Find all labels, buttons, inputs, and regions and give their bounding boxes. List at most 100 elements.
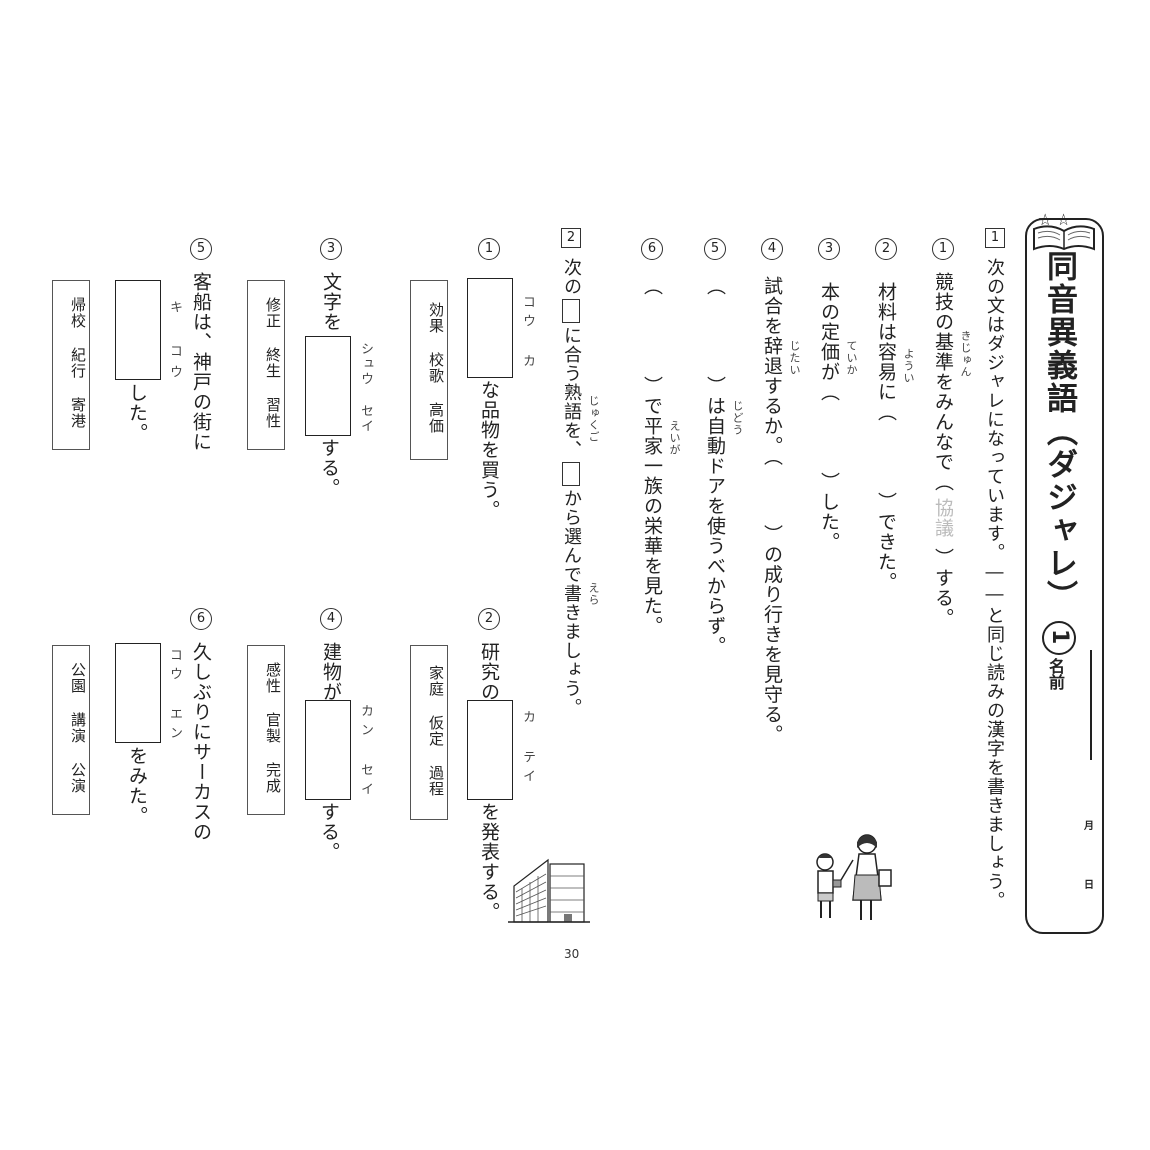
choice-word: 公園: [69, 662, 87, 694]
choice-word: 効果: [427, 302, 445, 334]
choice-box-icon: [562, 462, 580, 486]
day-label: 日: [1084, 880, 1094, 891]
item-text: 材料は容易に（ ）できた。: [875, 282, 897, 592]
choice-word: 仮定: [427, 714, 445, 747]
instruction-part: から選んで書きましょう。: [561, 489, 582, 717]
book-icon: [1030, 205, 1098, 257]
item-number: 2: [478, 608, 500, 630]
page-title: 同音異義語（ダジャレ） 1: [1037, 250, 1082, 655]
item-text-after: を発表する。: [478, 802, 500, 922]
blank-box-icon: [562, 299, 580, 323]
choice-word: 校歌: [427, 352, 445, 384]
choice-box: 家庭 仮定 過程: [410, 645, 448, 820]
item-text-after: ）は自動ドアを使うべからず。: [704, 376, 726, 656]
item-text: 競技の基準をみんなで（ 協議 ）する。: [932, 272, 954, 628]
item-text-before: 試合を辞退するか。（: [761, 276, 783, 467]
choice-word: 完成: [264, 762, 282, 794]
mother-child-illustration: [805, 830, 905, 934]
item-number: 6: [641, 238, 663, 260]
month-label: 月: [1084, 821, 1094, 832]
choice-box: 修正 終生 習性: [247, 280, 285, 450]
item-text-after: する。: [318, 438, 340, 498]
item-text-after: ）できた。: [875, 492, 897, 592]
item-text-before: 本の定価が（: [818, 282, 840, 402]
item-text-before: 客船は、神戸の街に: [190, 272, 212, 452]
choice-word: 家庭: [427, 664, 445, 697]
item-number: 2: [875, 238, 897, 260]
furigana: じゅくご: [587, 395, 600, 443]
item-text-before: （: [704, 276, 726, 296]
section2-instruction: 次のに合う熟語を、から選んで書きましょう。: [561, 258, 582, 717]
stars-decoration: ☆☆: [1038, 210, 1075, 229]
item-text-before: 競技の基準をみんなで（: [932, 272, 954, 492]
section1-number: 1: [985, 228, 1005, 248]
item-text: （）で平家一族の栄華を見た。: [641, 276, 663, 636]
answer-box[interactable]: [467, 700, 513, 800]
building-illustration: [508, 852, 590, 932]
item-text-after: した。: [126, 383, 148, 443]
choice-word: 過程: [427, 764, 445, 797]
item-text-after: ）の成り行きを見守る。: [761, 524, 783, 745]
item-text-after: をみた。: [126, 746, 148, 826]
item-text-before: 久しぶりにサーカスの: [190, 642, 212, 842]
item-text-after: ）する。: [932, 548, 954, 628]
furigana: じどう: [731, 400, 744, 436]
choice-word: 修正: [264, 297, 282, 329]
title-banner: [1025, 218, 1104, 934]
item-number: 4: [320, 608, 342, 630]
item-text-after: な品物を買う。: [478, 380, 500, 520]
choice-box: 帰校 紀行 寄港: [52, 280, 90, 450]
choice-word: 習性: [264, 397, 282, 429]
furigana: きじゅん: [959, 330, 972, 378]
item-text-before: 文字を: [320, 272, 342, 332]
item-text-before: 建物が: [320, 642, 342, 702]
item-number: 1: [478, 238, 500, 260]
choice-word: 紀行: [69, 347, 87, 379]
instruction-part: に合う熟語を、: [561, 326, 582, 459]
choice-word: 帰校: [69, 297, 87, 329]
item-text: （ ）は自動ドアを使うべからず。: [704, 276, 726, 656]
answer-box[interactable]: [115, 643, 161, 743]
section2-number: 2: [561, 228, 581, 248]
item-text: 試合を辞退するか。（ ）の成り行きを見守る。: [761, 276, 783, 745]
reading: コウ エン: [167, 648, 182, 745]
name-line: [1090, 650, 1092, 760]
furigana: ていか: [845, 340, 858, 376]
furigana: じたい: [788, 340, 801, 376]
title-number: 1: [1042, 621, 1076, 655]
answer-box[interactable]: [305, 336, 351, 436]
item-text-after: ）で平家一族の栄華を見た。: [641, 376, 663, 636]
item-text-after: する。: [318, 802, 340, 862]
item-number: 3: [818, 238, 840, 260]
choice-word: 感性: [264, 662, 282, 694]
item-number: 6: [190, 608, 212, 630]
answer-box[interactable]: [305, 700, 351, 800]
choice-box: 感性 官製 完成: [247, 645, 285, 815]
page-number: 30: [564, 947, 580, 961]
item-text: 本の定価が（ ）した。: [818, 282, 840, 552]
choice-word: 高価: [427, 402, 445, 434]
choice-box: 公園 講演 公演: [52, 645, 90, 815]
item-number: 5: [704, 238, 726, 260]
furigana: えいが: [668, 420, 681, 456]
item-text-before: 材料は容易に（: [875, 282, 897, 422]
item-text-after: ）した。: [818, 472, 840, 552]
answer-box[interactable]: [115, 280, 161, 380]
furigana: えら: [587, 582, 600, 606]
item-number: 5: [190, 238, 212, 260]
name-label: 名前: [1046, 658, 1065, 690]
choice-word: 寄港: [69, 397, 87, 429]
instruction-part: 次の: [561, 258, 582, 296]
choice-word: 終生: [264, 347, 282, 379]
furigana: ようい: [902, 348, 915, 384]
reading: コウ カ: [520, 295, 535, 373]
answer-box[interactable]: [467, 278, 513, 378]
reading: カ テイ: [520, 710, 535, 788]
answer-example: 協議: [932, 498, 954, 538]
item-number: 4: [761, 238, 783, 260]
choice-word: 公演: [69, 762, 87, 794]
reading: キ コウ: [167, 300, 182, 386]
reading: シュウ セイ: [358, 342, 373, 434]
title-text: 同音異義語（ダジャレ）: [1041, 250, 1077, 613]
choice-word: 官製: [264, 712, 282, 744]
